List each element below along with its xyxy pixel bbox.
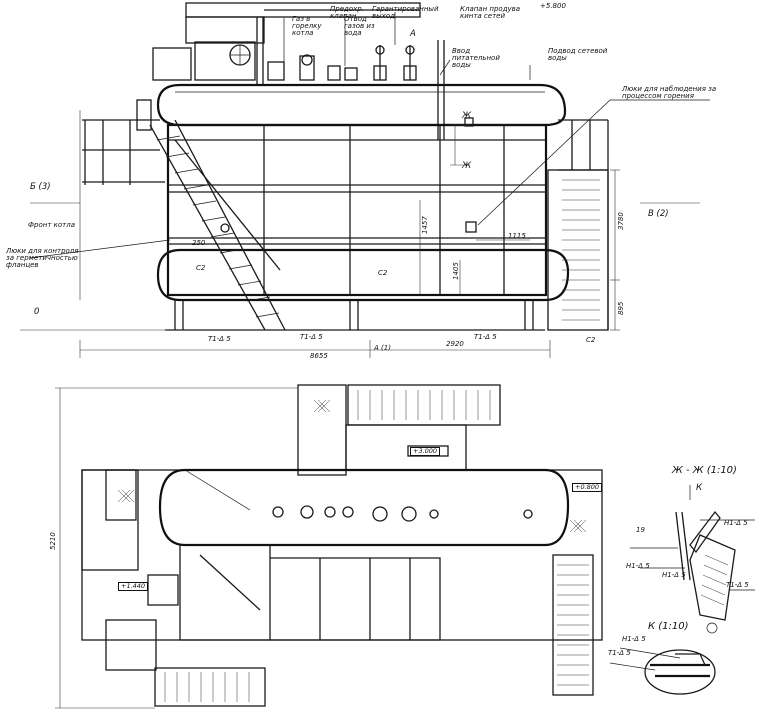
dim-height-mid: 1457: [421, 216, 429, 234]
label-section-k-title: К (1:10): [648, 621, 689, 632]
label-k-mark: К: [696, 483, 703, 493]
label-elev-3000: +3.000: [410, 447, 441, 456]
dim-right-part: 2920: [446, 340, 464, 348]
dim-250: 250: [192, 239, 206, 247]
label-c2-left: С2: [196, 264, 206, 272]
label-elevation-top: +5.800: [540, 2, 566, 10]
dim-small-h: 1405: [452, 262, 460, 280]
label-drain: Гарантированный выход: [372, 5, 439, 20]
label-boiler-front: Фронт котла: [28, 221, 75, 229]
label-section-zh-top: Ж: [462, 111, 472, 121]
dim-height-lower: 895: [617, 301, 625, 315]
label-elev-0800: +0.800: [572, 483, 603, 492]
label-view-b2: В (2): [648, 209, 669, 219]
label-c2-right: С2: [586, 336, 596, 344]
label-weld-t1-right: Т1-Δ 5: [474, 333, 497, 341]
label-pressure-relief: Отвод газов из вода: [344, 15, 375, 37]
label-weld-h1-left: Н1-Δ 5: [626, 562, 650, 570]
top-view: [55, 384, 603, 709]
label-weld-t1-left: Т1-Δ 5: [208, 335, 231, 343]
label-weld-h1-small: Н1-Δ 5: [662, 571, 686, 579]
label-c2-mid: С2: [378, 269, 388, 277]
label-elev-1440: +1.440: [118, 582, 149, 591]
section-zh-detail: [630, 485, 755, 621]
section-k-detail: [609, 622, 718, 695]
label-gas-inlet: Газ в горелку котла: [292, 15, 322, 37]
label-feed-water-inlet: Ввод питательной воды: [452, 47, 500, 69]
label-section-zh-bottom: Ж: [462, 161, 472, 171]
label-weld-h1-k: Н1-Δ 5: [622, 635, 646, 643]
label-zero-mark: 0: [34, 307, 40, 317]
front-view: [20, 2, 710, 358]
label-mark-a: А: [410, 29, 416, 39]
dim-top-width: 5210: [49, 532, 57, 550]
label-a-bottom: А (1): [374, 344, 391, 352]
label-weld-h1-top: Н1-Δ 5: [724, 519, 748, 527]
label-weld-t1-zh: Т1-Δ 5: [726, 581, 749, 589]
label-section-zh-title: Ж - Ж (1:10): [672, 465, 737, 476]
label-weld-t1-mid: Т1-Δ 5: [300, 333, 323, 341]
label-return-water: Подвод сетевой воды: [548, 47, 608, 62]
dim-height-total: 3780: [617, 212, 625, 230]
label-n19: 19: [636, 526, 645, 534]
label-safety-valve: Предохр. клапан: [330, 5, 364, 20]
label-smoke-stack: Клапан продува кинта сетей: [460, 5, 521, 20]
label-hatch-observe: Люки для наблюдения за процессом горения: [622, 85, 717, 100]
label-hatch-control: Люки для контроля за герметичностью флан…: [6, 247, 79, 269]
dim-1115: 1115: [508, 232, 526, 240]
label-weld-t1-k: Т1-Δ 5: [608, 649, 631, 657]
label-view-b3: Б (3): [30, 182, 51, 192]
dim-overall-length: 8655: [310, 352, 328, 360]
